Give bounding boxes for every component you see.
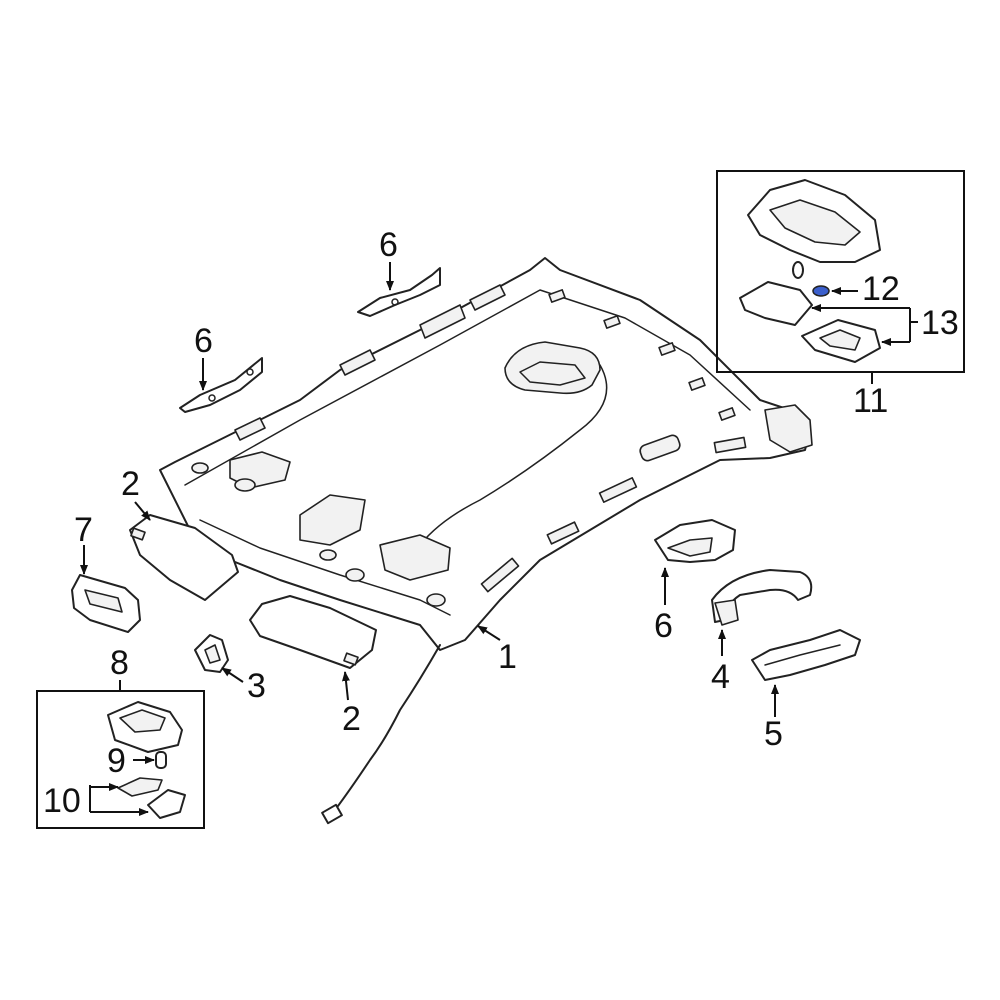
callout-10: 10 [43,782,81,820]
handle-cover[interactable] [751,629,861,681]
callout-4: 4 [711,658,730,696]
reinforcement-left[interactable] [179,357,263,413]
callout-7: 7 [74,511,93,549]
sunvisor-right[interactable] [249,595,377,669]
front-console-lens-left[interactable] [739,281,813,326]
callout-2-right: 2 [342,700,361,738]
callout-6-upper: 6 [379,226,398,264]
front-console-lens-right[interactable] [801,319,881,363]
callout-2-left: 2 [121,465,140,503]
reinforcement-upper[interactable] [357,267,441,317]
front-console-small-bulb[interactable] [792,261,804,279]
callout-1: 1 [498,638,517,676]
rear-lamp-housing[interactable] [107,701,183,753]
callout-5: 5 [764,715,783,753]
rear-lamp-lens-upper[interactable] [117,777,163,797]
callout-3: 3 [247,667,266,705]
callout-9: 9 [107,742,126,780]
rear-lamp-lens-lower[interactable] [147,789,186,819]
front-console-housing[interactable] [747,179,881,263]
rear-lamp[interactable] [71,574,141,633]
callout-8: 8 [110,644,129,682]
callout-13: 13 [921,304,959,342]
leader-lines [80,262,918,816]
kit-11-box [716,170,965,373]
callout-11: 11 [853,382,888,420]
callout-12: 12 [862,270,900,308]
headliner[interactable] [159,257,813,825]
visor-bracket[interactable] [194,634,229,673]
callout-6-right: 6 [654,607,673,645]
front-console-bulb[interactable] [812,285,830,297]
rear-lamp-bulb[interactable] [155,751,167,769]
callout-6-left: 6 [194,322,213,360]
sunvisor-left[interactable] [129,514,239,601]
reinforcement-right[interactable] [654,519,736,563]
grab-handle[interactable] [711,569,813,626]
